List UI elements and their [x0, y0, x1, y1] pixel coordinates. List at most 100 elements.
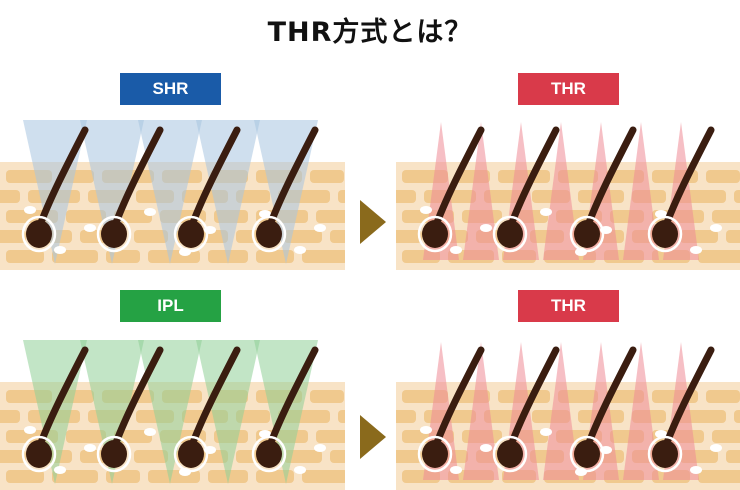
hair-shaft: [35, 346, 89, 452]
hair-follicle: [569, 126, 637, 253]
skin-cell: [284, 450, 322, 463]
lipid-dot: [54, 466, 66, 474]
bulb-outline: [492, 215, 528, 253]
skin-cell: [6, 250, 44, 263]
bulb-outline: [96, 435, 132, 473]
thr-beam: [543, 342, 579, 480]
bulb-outline: [21, 215, 57, 253]
skin-cell: [284, 230, 322, 243]
skin-cell: [0, 190, 20, 203]
lipid-dot: [144, 208, 156, 216]
lipid-dot: [480, 444, 492, 452]
skin-cell: [734, 410, 740, 423]
lipid-dot: [54, 246, 66, 254]
skin-cell: [726, 450, 740, 463]
bulb-outline: [251, 215, 287, 253]
bulb-outline: [569, 435, 605, 473]
hair-shaft: [265, 346, 319, 452]
bulb-outline: [173, 215, 209, 253]
hair-bulb: [256, 440, 282, 468]
hair-follicle: [173, 126, 241, 253]
arrow-shape: [360, 200, 386, 244]
skin-cell: [310, 170, 344, 183]
skin-cell: [236, 410, 270, 423]
hair-shaft: [583, 126, 637, 232]
hair-bulb: [101, 220, 127, 248]
thr-skin-panel-bottom: [396, 330, 740, 490]
hair-shaft: [35, 126, 89, 232]
lipid-dot: [314, 224, 326, 232]
hair-bulb: [652, 440, 678, 468]
hair-follicle: [96, 346, 164, 473]
skin-cell: [726, 230, 740, 243]
lipid-dot: [710, 444, 722, 452]
hair-shaft: [431, 346, 485, 452]
skin-cell: [316, 430, 345, 443]
skin-cell: [330, 450, 345, 463]
hair-bulb: [256, 220, 282, 248]
hair-follicle: [647, 126, 715, 253]
skin-cell: [338, 190, 345, 203]
shr-badge: SHR: [120, 73, 221, 105]
hair-bulb: [497, 440, 523, 468]
arrow-shape: [360, 415, 386, 459]
bulb-outline: [569, 215, 605, 253]
lipid-dot: [450, 246, 462, 254]
hair-shaft: [187, 126, 241, 232]
lipid-dot: [690, 466, 702, 474]
hair-follicle: [647, 346, 715, 473]
lipid-dot: [690, 246, 702, 254]
hair-shaft: [110, 126, 164, 232]
lipid-dot: [480, 224, 492, 232]
lipid-dot: [84, 444, 96, 452]
skin-cell: [712, 210, 740, 223]
thr-badge-bottom: THR: [518, 290, 619, 322]
skin-cell: [698, 470, 740, 483]
hair-follicle: [96, 126, 164, 253]
hair-follicle: [417, 346, 485, 473]
lipid-dot: [24, 206, 36, 214]
arrow-right-icon: [360, 200, 386, 248]
hair-bulb: [178, 440, 204, 468]
arrow-right-icon: [360, 415, 386, 463]
hair-follicle: [21, 126, 89, 253]
hair-shaft: [583, 346, 637, 452]
bulb-outline: [417, 215, 453, 253]
hair-shaft: [661, 126, 715, 232]
skin-cell: [396, 410, 416, 423]
ipl-beam: [138, 340, 202, 484]
bulb-outline: [647, 435, 683, 473]
thr-badge-top: THR: [518, 73, 619, 105]
hair-bulb: [574, 220, 600, 248]
hair-follicle: [21, 346, 89, 473]
skin-cell: [66, 210, 106, 223]
skin-cell: [134, 230, 168, 243]
skin-cell: [706, 170, 740, 183]
skin-cell: [396, 450, 422, 463]
lipid-dot: [24, 426, 36, 434]
hair-shaft: [187, 346, 241, 452]
hair-shaft: [431, 126, 485, 232]
thr-skin-panel-top: [396, 110, 740, 270]
lipid-dot: [294, 246, 306, 254]
skin-cell: [302, 470, 345, 483]
skin-cell: [734, 190, 740, 203]
ipl-beam: [80, 340, 144, 484]
bulb-outline: [21, 435, 57, 473]
skin-cell: [396, 190, 416, 203]
ipl-skin-panel: [0, 330, 345, 490]
hair-bulb: [178, 220, 204, 248]
hair-follicle: [492, 126, 560, 253]
hair-follicle: [569, 346, 637, 473]
skin-cell: [106, 250, 140, 263]
bulb-outline: [173, 435, 209, 473]
page-title: THR方式とは？: [267, 17, 473, 48]
skin-cell: [66, 430, 106, 443]
ipl-beam: [196, 340, 260, 484]
hair-shaft: [265, 126, 319, 232]
skin-cell: [52, 250, 98, 263]
hair-shaft: [506, 126, 560, 232]
lipid-dot: [450, 466, 462, 474]
shr-beam: [138, 120, 202, 264]
ipl-badge: IPL: [120, 290, 221, 322]
